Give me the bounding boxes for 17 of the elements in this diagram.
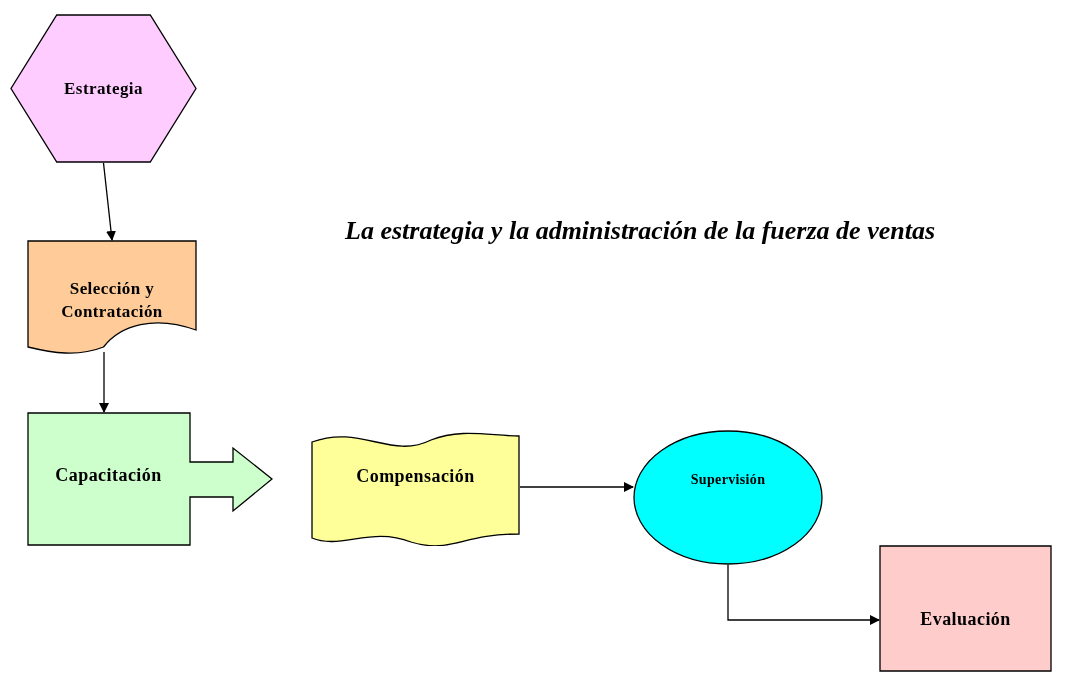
arrow bbox=[519, 482, 634, 492]
document-shape bbox=[27, 240, 197, 355]
node-label: Compensación bbox=[355, 464, 476, 488]
node-label: Estrategia bbox=[63, 77, 144, 100]
arrow bbox=[99, 351, 109, 413]
node-label: Capacitación bbox=[54, 463, 163, 487]
strategy-hexagon bbox=[10, 14, 197, 163]
arrow bbox=[102, 162, 116, 241]
node-label: Selección y Contratación bbox=[60, 277, 164, 323]
ellipse-shape bbox=[633, 430, 823, 565]
wavy-tape-shape bbox=[311, 432, 520, 546]
arrow bbox=[727, 564, 880, 625]
node-label: Supervisión bbox=[689, 471, 767, 490]
node-label: Evaluación bbox=[919, 607, 1012, 631]
diagram-title: La estrategia y la administración de la fuerza de ventas bbox=[345, 215, 937, 247]
process-box bbox=[879, 545, 1052, 672]
arrow-callout-box bbox=[27, 412, 273, 546]
